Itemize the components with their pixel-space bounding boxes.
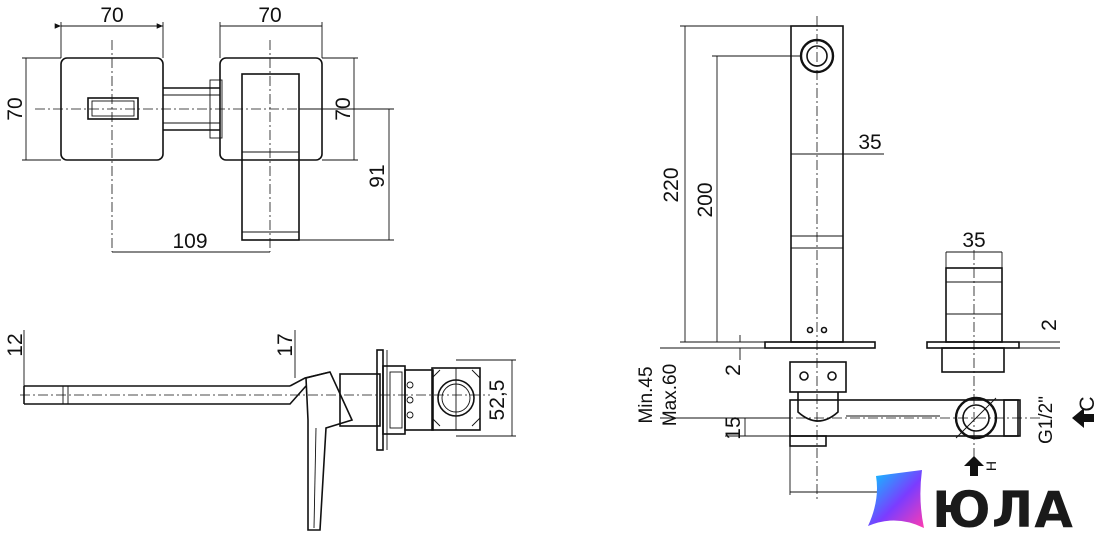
dim-spout-width: 35 xyxy=(858,131,881,154)
dim-handle-thickness: 17 xyxy=(274,333,297,356)
dim-offset: 15 xyxy=(722,416,745,439)
dim-handle-length: 91 xyxy=(366,164,389,187)
front-view: 220 200 35 35 2 2 Min.45 Max.60 15 G1/2 xyxy=(636,16,1099,500)
logo: ЮЛА xyxy=(868,470,1074,536)
thread-size: G1/2" xyxy=(1036,396,1057,444)
dim-plate-right: 2 xyxy=(1038,319,1061,331)
logo-mark-icon xyxy=(868,470,924,528)
hot-inlet-arrow-icon xyxy=(964,456,984,476)
dim-width-left: 70 xyxy=(100,4,123,27)
dim-body-depth: 52,5 xyxy=(486,380,509,421)
dim-width-right: 70 xyxy=(258,4,281,27)
cold-label: C xyxy=(1076,396,1099,411)
logo-text: ЮЛА xyxy=(932,481,1074,536)
dim-height-left: 70 xyxy=(4,97,27,120)
dim-handle-width: 35 xyxy=(962,229,985,252)
dim-spout-length: 109 xyxy=(172,230,207,253)
cold-inlet-arrow-icon xyxy=(1072,408,1094,428)
dim-min-depth: Min.45 xyxy=(636,366,657,423)
top-view: 70 70 70 70 91 109 xyxy=(4,4,394,253)
dim-plate-left: 2 xyxy=(722,364,745,376)
dim-spout-height: 200 xyxy=(694,182,717,217)
dim-max-depth: Max.60 xyxy=(660,364,681,426)
dim-total-height: 220 xyxy=(660,167,683,202)
hot-label: H xyxy=(983,461,999,471)
dim-spout-thickness: 12 xyxy=(4,333,27,356)
side-view: 12 17 52,5 xyxy=(4,330,516,531)
